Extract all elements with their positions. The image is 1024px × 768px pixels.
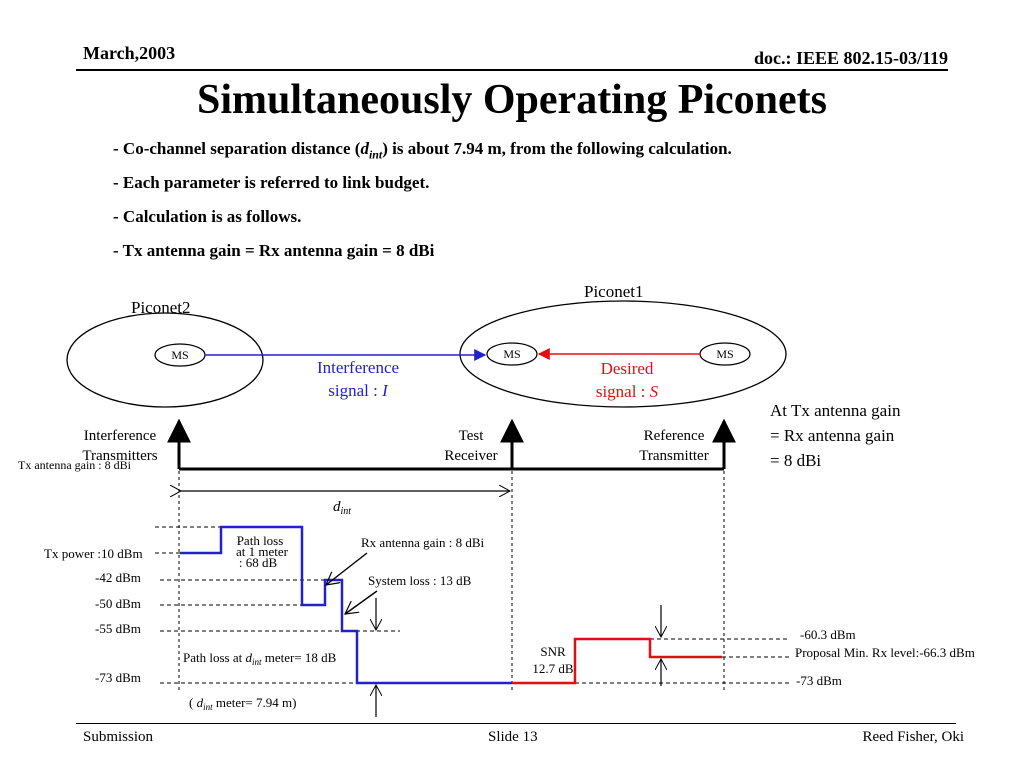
antenna-note-line-3: = 8 dBi: [770, 451, 821, 470]
system-loss-label: System loss : 13 dB: [368, 573, 472, 588]
header-date: March,2003: [83, 43, 176, 63]
desired-signal-prefix: signal :: [596, 382, 650, 401]
footer-author: Reed Fisher, Oki: [862, 729, 964, 745]
level-label-proposal: Proposal Min. Rx level:-66.3 dBm: [795, 645, 975, 660]
dint-meter-post: meter= 7.94 m): [213, 695, 297, 710]
path-loss-dint-label: Path loss at dint meter= 18 dB: [183, 650, 337, 667]
antenna-note-line-1: At Tx antenna gain: [770, 401, 901, 420]
piconet1-ellipse: [459, 300, 787, 408]
dint-meter-sub: int: [203, 702, 213, 712]
path-loss-dint-var: d: [245, 650, 252, 665]
antenna-note-line-2: = Rx antenna gain: [770, 426, 895, 445]
path-loss-1m-label-1: Path loss: [237, 533, 284, 548]
test-receiver-label-2: Receiver: [444, 448, 497, 464]
level-label-tx-power: Tx power :10 dBm: [44, 546, 143, 561]
header-doc-id: doc.: IEEE 802.15-03/119: [753, 48, 948, 68]
level-label-m73-left: -73 dBm: [95, 670, 141, 685]
interference-signal-prefix: signal :: [328, 381, 382, 400]
bullet-calculation: - Calculation is as follows.: [113, 207, 302, 226]
bullet-antenna-gain: - Tx antenna gain = Rx antenna gain = 8 …: [113, 241, 435, 260]
path-loss-1m-label-3: : 68 dB: [239, 555, 278, 570]
snr-label-2: 12.7 dB: [532, 661, 574, 676]
ms-node-piconet2-label: MS: [171, 348, 188, 362]
reference-tx-label-2: Transmitter: [639, 448, 708, 464]
desired-signal-label-2: signal : S: [596, 382, 659, 401]
interference-level-trace: [180, 525, 512, 685]
dint-var: d: [333, 499, 341, 515]
path-loss-1m-label-2: at 1 meter: [236, 544, 289, 559]
path-loss-dint-post: meter= 18 dB: [262, 650, 337, 665]
tx-antenna-gain-label: Tx antenna gain : 8 dBi: [18, 458, 132, 472]
desired-signal-var: S: [650, 382, 659, 401]
dint-distance-label: dint: [333, 499, 351, 517]
desired-level-trace: [512, 637, 722, 685]
interference-signal-label-2: signal : I: [328, 381, 389, 400]
system-loss-pointer: [345, 590, 378, 614]
bullet-1-post: ) is about 7.94 m, from the following ca…: [382, 139, 732, 158]
reference-tx-label-1: Reference: [644, 428, 705, 444]
test-receiver-label-1: Test: [459, 428, 485, 444]
level-label-m42: -42 dBm: [95, 570, 141, 585]
ms-node-reference-label: MS: [716, 347, 733, 361]
bullet-separation-distance: - Co-channel separation distance (dint) …: [113, 139, 732, 162]
footer-submission: Submission: [83, 729, 154, 745]
footer-rule: [76, 723, 956, 724]
snr-label-1: SNR: [540, 644, 566, 659]
slide-title: Simultaneously Operating Piconets: [196, 77, 828, 123]
piconet2-label: Piconet2: [131, 298, 191, 317]
level-label-m55: -55 dBm: [95, 621, 141, 636]
piconet1-label: Piconet1: [584, 282, 644, 301]
footer-slide-number: Slide 13: [488, 729, 538, 745]
interference-signal-label-1: Interference: [317, 358, 399, 377]
level-label-m603: -60.3 dBm: [800, 627, 856, 642]
interference-signal-var: I: [381, 381, 389, 400]
bullet-1-sub: int: [368, 147, 383, 162]
path-loss-dint-sub: int: [252, 657, 262, 667]
header-rule: [76, 69, 948, 71]
bullet-1-var: d: [360, 139, 369, 158]
dint-sub: int: [341, 506, 352, 517]
dint-meter-pre: (: [189, 695, 197, 710]
interference-tx-label-2: Transmitters: [82, 448, 157, 464]
desired-signal-label-1: Desired: [601, 359, 654, 378]
bullet-link-budget: - Each parameter is referred to link bud…: [113, 173, 430, 192]
ms-node-test-receiver: [486, 342, 538, 366]
dint-meter-label: ( dint meter= 7.94 m): [189, 695, 296, 712]
level-label-m73-right: -73 dBm: [796, 673, 842, 688]
ms-node-test-receiver-label: MS: [503, 347, 520, 361]
rx-antenna-gain-label: Rx antenna gain : 8 dBi: [361, 535, 485, 550]
rx-antenna-gain-pointer: [326, 552, 368, 585]
level-label-m50: -50 dBm: [95, 596, 141, 611]
path-loss-dint-pre: Path loss at: [183, 650, 245, 665]
bullet-1-pre: - Co-channel separation distance (: [113, 139, 361, 158]
interference-tx-label-1: Interference: [84, 428, 157, 444]
piconet2-ellipse: [66, 312, 264, 408]
dint-meter-var: d: [197, 695, 204, 710]
